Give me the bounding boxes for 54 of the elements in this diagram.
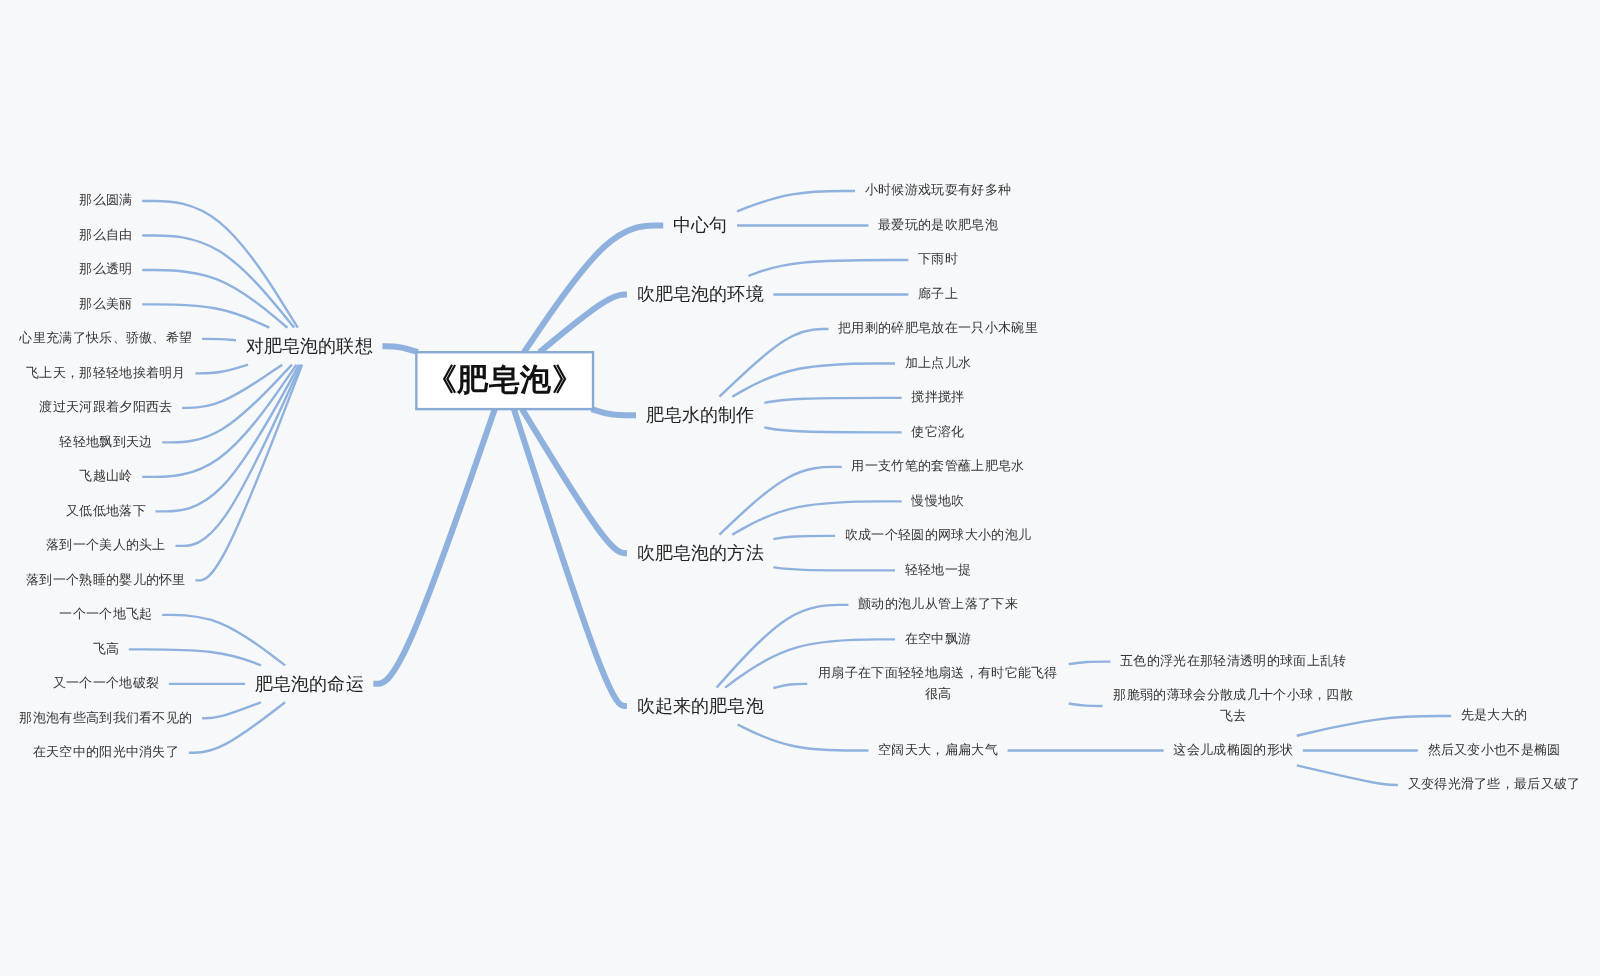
connector [202,337,237,342]
connector [590,406,636,419]
node-text: 肥皂水的制作 [645,403,755,426]
connector [737,224,869,227]
node-text: 中心句 [672,214,728,237]
connector [142,234,296,329]
connector [202,701,262,720]
connector [1068,702,1103,708]
connector [736,189,856,213]
connector [128,648,262,667]
connector [182,363,283,410]
node-text: 吹起来的肥皂泡 [636,694,764,717]
connector [521,222,664,354]
connector [195,364,304,582]
connector [764,396,902,405]
connector [142,303,270,329]
connector [1007,749,1164,752]
connector [142,268,289,329]
connector [511,408,628,710]
connector [1068,660,1111,666]
node-text: 吹肥皂泡的环境 [636,283,764,306]
node-text: 吹肥皂泡的方法 [636,541,764,564]
connector [773,534,836,541]
connector [519,407,628,557]
connector [724,638,895,689]
connector [718,327,829,398]
connector [731,500,902,536]
connector [764,426,902,434]
connector [168,682,246,686]
connector [142,363,298,479]
connector [718,465,842,536]
connector [1302,749,1418,752]
connector [773,565,895,572]
connector [162,613,286,667]
connector [537,291,628,355]
connector [715,603,849,689]
connector [1296,764,1398,787]
connector [142,199,299,329]
connector [731,362,895,398]
connector [175,364,302,548]
node-box: 《肥皂泡》 [415,351,595,411]
connector [162,363,293,444]
connector [373,408,498,687]
connector [155,364,301,513]
connector [1296,714,1452,737]
node-text: 肥皂泡的命运 [254,672,364,695]
connector [773,682,808,690]
connector [747,258,909,278]
connector [737,723,869,752]
connector [195,363,249,375]
connector [382,343,419,356]
node-text: 对肥皂泡的联想 [245,334,373,357]
connector [773,293,909,296]
connector [188,701,286,755]
